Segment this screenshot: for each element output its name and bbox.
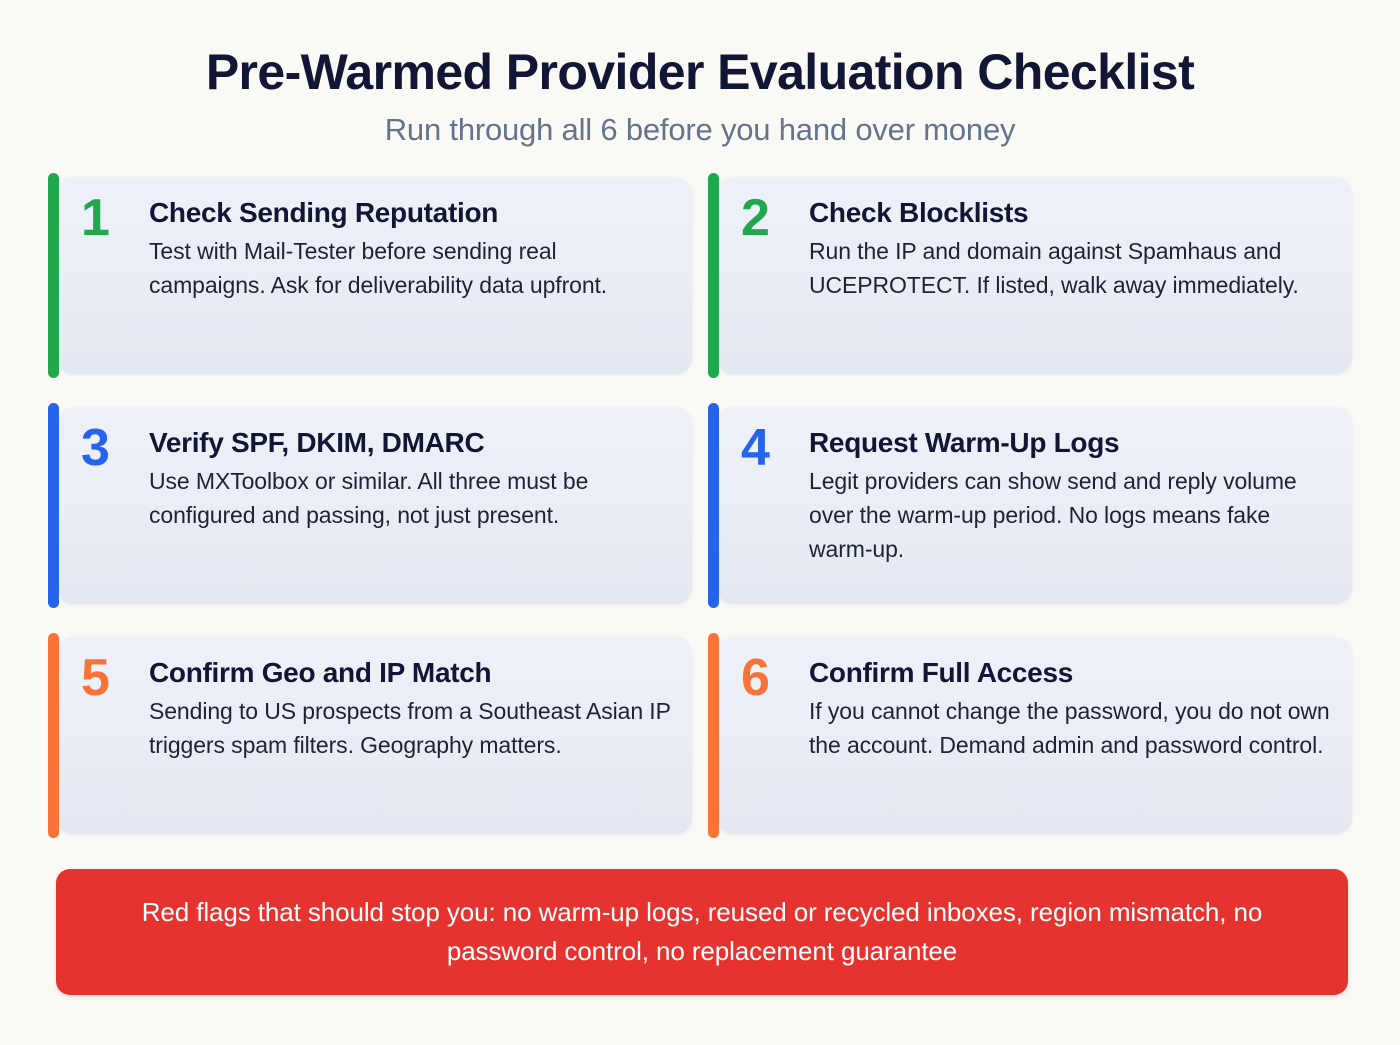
card-accent-bar-2 (708, 173, 719, 378)
card-accent-bar-1 (48, 173, 59, 378)
card-description-5: Sending to US prospects from a Southeast… (149, 698, 671, 758)
card-title-6: Confirm Full Access (809, 657, 1073, 688)
card-title-4: Request Warm-Up Logs (809, 427, 1120, 458)
card-accent-bar-5 (48, 633, 59, 838)
checklist-grid: 1 Check Sending Reputation Test with Mai… (48, 173, 1352, 838)
page-subtitle: Run through all 6 before you hand over m… (384, 112, 1016, 147)
card-content-2: Check Blocklists Run the IP and domain a… (809, 195, 1334, 360)
page-title: Pre-Warmed Provider Evaluation Checklist (205, 44, 1195, 100)
header: Pre-Warmed Provider Evaluation Checklist… (0, 0, 1400, 147)
card-description-3: Use MXToolbox or similar. All three must… (149, 468, 589, 528)
card-content-3: Verify SPF, DKIM, DMARC Use MXToolbox or… (149, 425, 674, 590)
card-number-6: 6 (741, 649, 770, 707)
checklist-card-2: 2 Check Blocklists Run the IP and domain… (708, 173, 1352, 378)
checklist-card-5: 5 Confirm Geo and IP Match Sending to US… (48, 633, 692, 838)
card-description-4: Legit providers can show send and reply … (809, 468, 1297, 562)
checklist-card-3: 3 Verify SPF, DKIM, DMARC Use MXToolbox … (48, 403, 692, 608)
card-body-2: 2 Check Blocklists Run the IP and domain… (717, 177, 1352, 374)
card-number-5: 5 (81, 649, 110, 707)
checklist-card-6: 6 Confirm Full Access If you cannot chan… (708, 633, 1352, 838)
card-body-3: 3 Verify SPF, DKIM, DMARC Use MXToolbox … (57, 407, 692, 604)
card-number-1: 1 (81, 189, 110, 247)
card-number-2: 2 (741, 189, 770, 247)
card-content-1: Check Sending Reputation Test with Mail-… (149, 195, 674, 360)
card-title-5: Confirm Geo and IP Match (149, 657, 492, 688)
card-body-4: 4 Request Warm-Up Logs Legit providers c… (717, 407, 1352, 604)
card-content-5: Confirm Geo and IP Match Sending to US p… (149, 655, 674, 820)
card-body-5: 5 Confirm Geo and IP Match Sending to US… (57, 637, 692, 834)
card-accent-bar-3 (48, 403, 59, 608)
red-flags-banner: Red flags that should stop you: no warm-… (56, 869, 1348, 995)
card-description-6: If you cannot change the password, you d… (809, 698, 1330, 758)
card-body-1: 1 Check Sending Reputation Test with Mai… (57, 177, 692, 374)
checklist-card-4: 4 Request Warm-Up Logs Legit providers c… (708, 403, 1352, 608)
card-description-2: Run the IP and domain against Spamhaus a… (809, 238, 1299, 298)
card-title-3: Verify SPF, DKIM, DMARC (149, 427, 485, 458)
card-description-1: Test with Mail-Tester before sending rea… (149, 238, 608, 298)
card-number-3: 3 (81, 419, 110, 477)
card-accent-bar-6 (708, 633, 719, 838)
card-title-1: Check Sending Reputation (149, 197, 499, 228)
card-content-4: Request Warm-Up Logs Legit providers can… (809, 425, 1334, 590)
red-flags-banner-text: Red flags that should stop you: no warm-… (141, 897, 1263, 966)
checklist-card-1: 1 Check Sending Reputation Test with Mai… (48, 173, 692, 378)
card-content-6: Confirm Full Access If you cannot change… (809, 655, 1334, 820)
card-title-2: Check Blocklists (809, 197, 1029, 228)
card-number-4: 4 (741, 419, 770, 477)
card-accent-bar-4 (708, 403, 719, 608)
card-body-6: 6 Confirm Full Access If you cannot chan… (717, 637, 1352, 834)
